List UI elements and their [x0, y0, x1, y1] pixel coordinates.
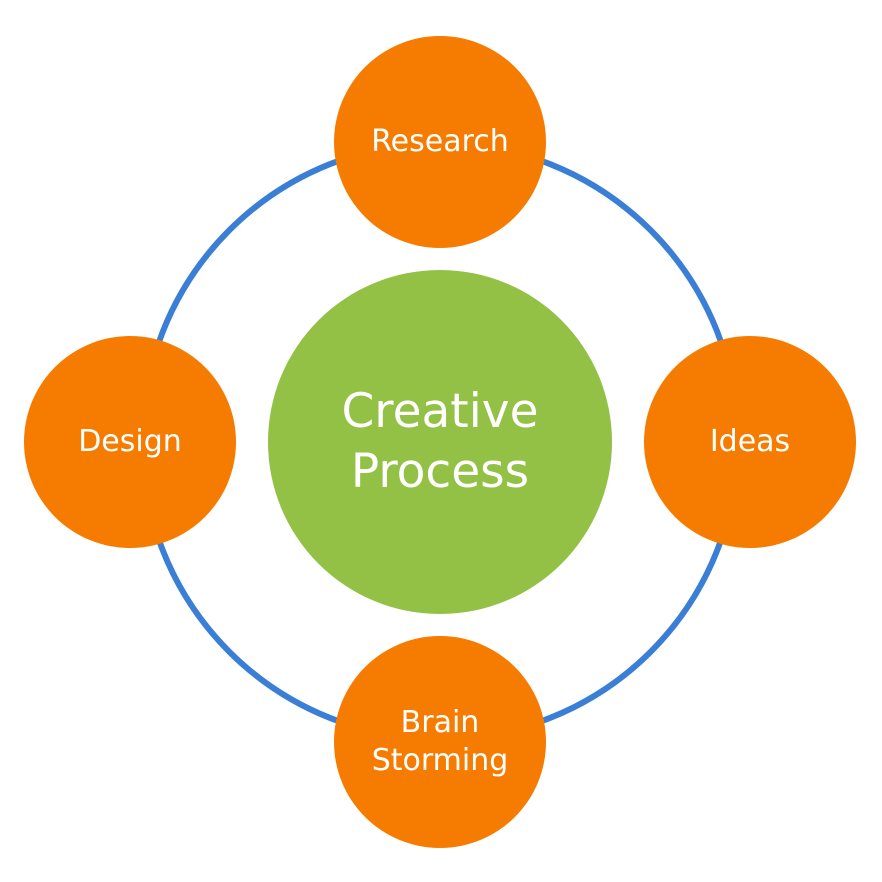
node-brain-storming-label: Brain Storming	[372, 704, 509, 780]
center-label-line-2: Process	[350, 444, 530, 499]
node-brain-storming: Brain Storming	[334, 636, 546, 848]
node-design-label: Design	[78, 424, 182, 459]
node-research: Research	[334, 36, 546, 248]
node-brain-storming-line-2: Storming	[371, 743, 509, 778]
center-circle-creative-process: Creative Process	[268, 270, 612, 614]
center-label-line-1: Creative	[341, 384, 539, 439]
node-ideas-label: Ideas	[709, 424, 791, 459]
center-label: Creative Process	[341, 382, 538, 502]
node-research-label: Research	[371, 124, 509, 159]
node-ideas: Ideas	[644, 336, 856, 548]
node-brain-storming-line-1: Brain	[400, 705, 480, 740]
node-design: Design	[24, 336, 236, 548]
